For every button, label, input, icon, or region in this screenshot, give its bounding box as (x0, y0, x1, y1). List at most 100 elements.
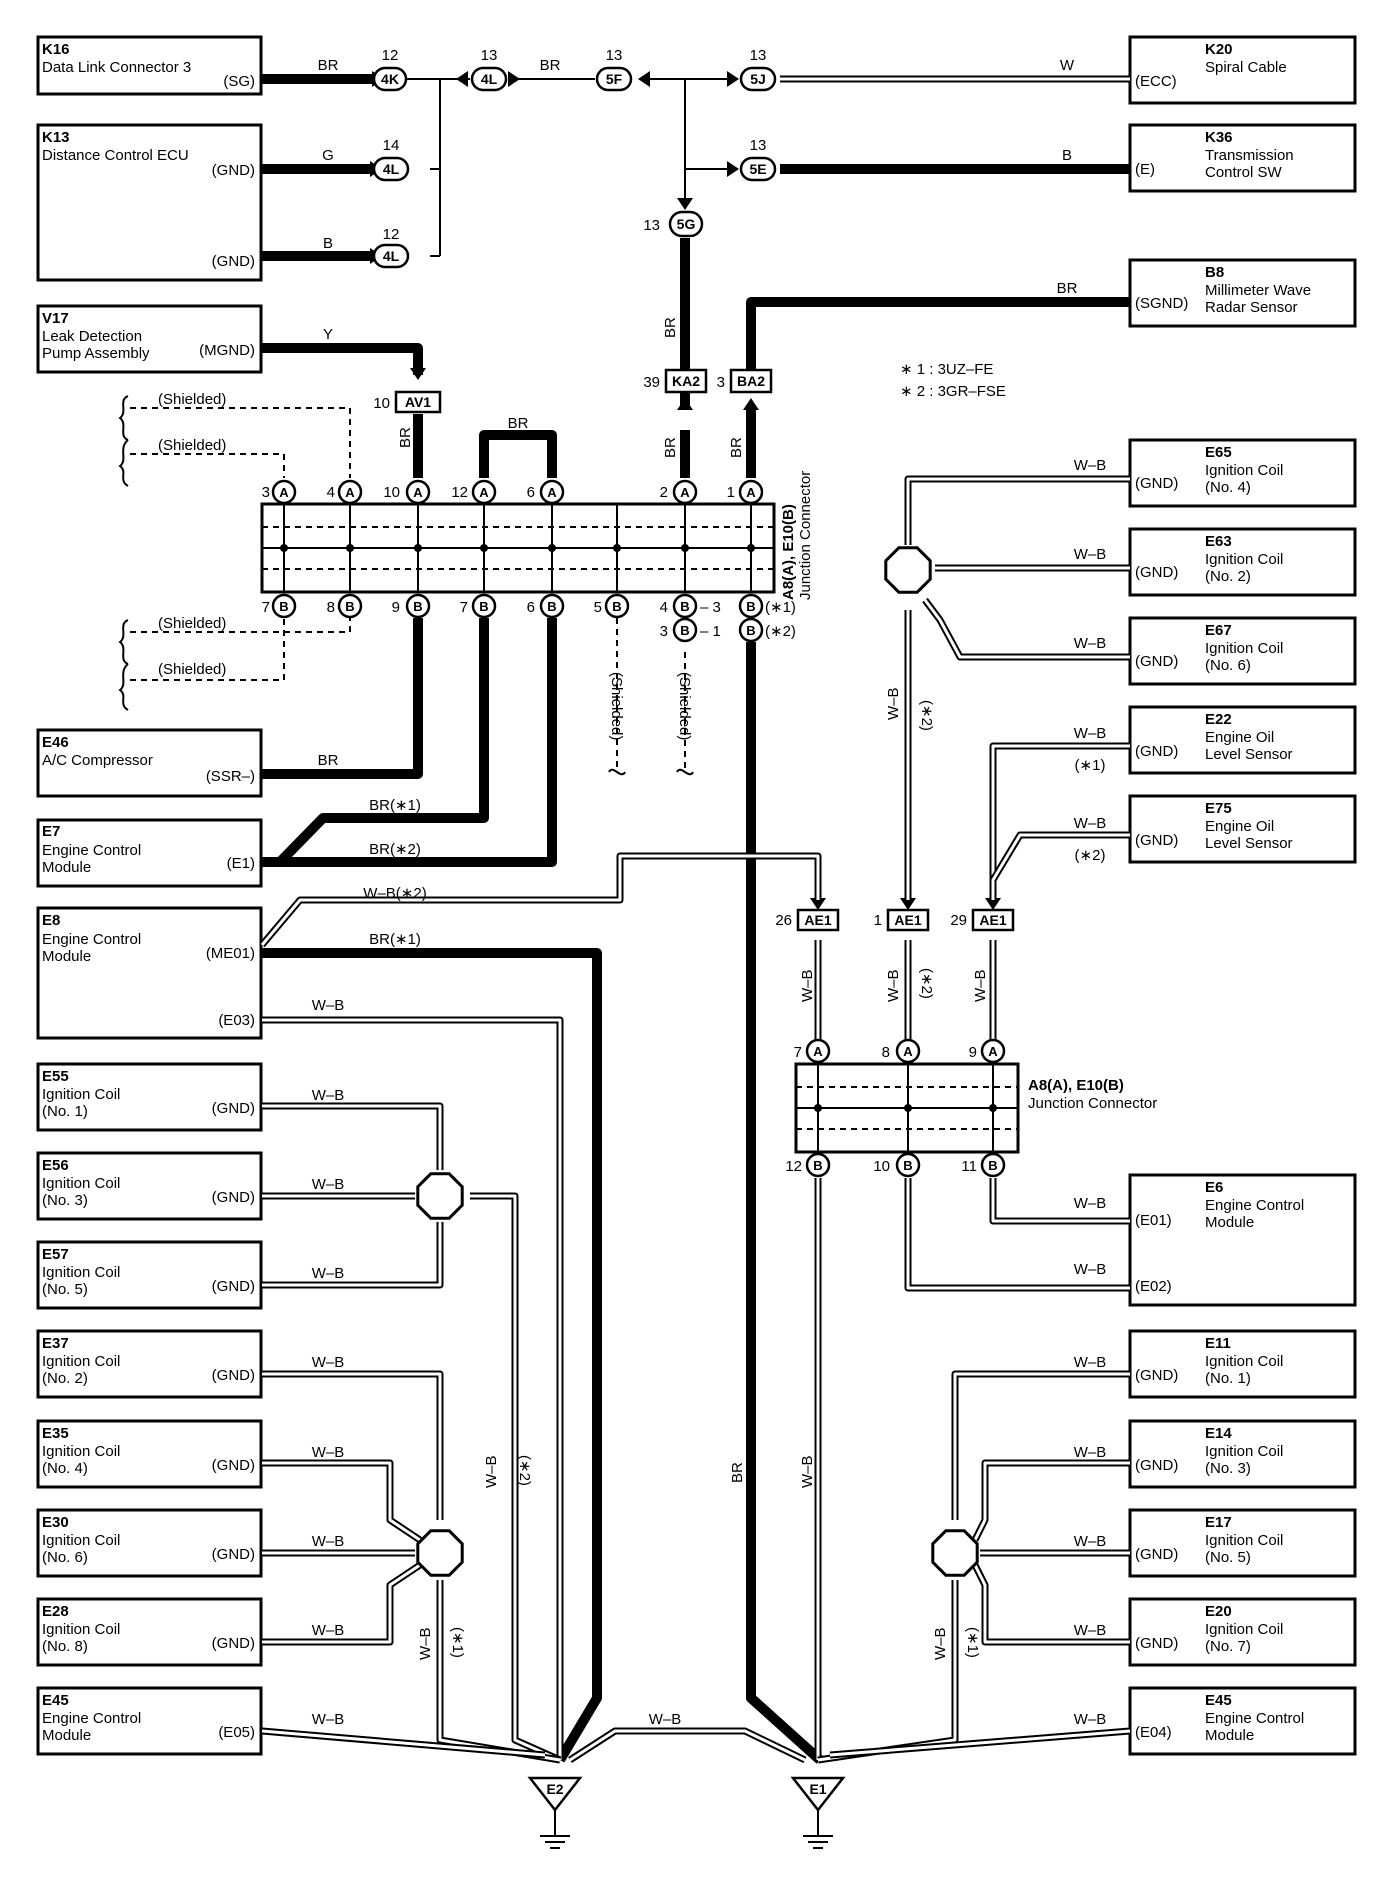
pin-b-5-ring (604, 593, 630, 619)
svg-text:W–B: W–B (312, 997, 345, 1014)
svg-text:E45: E45 (1205, 1692, 1232, 1709)
svg-text:Radar Sensor: Radar Sensor (1205, 299, 1298, 316)
svg-text:E75: E75 (1205, 800, 1232, 817)
svg-text:(E02): (E02) (1135, 1278, 1172, 1295)
svg-text:Level Sensor: Level Sensor (1205, 746, 1293, 763)
component-e17: E17 Ignition Coil (No. 5) (GND) (1128, 1508, 1357, 1578)
svg-text:W–B: W–B (312, 1087, 345, 1104)
pin-b-7-ring (738, 593, 764, 619)
svg-text:BR: BR (729, 1462, 746, 1483)
svg-text:E67: E67 (1205, 622, 1232, 639)
svg-text:1: 1 (874, 912, 882, 929)
svg-text:W–B: W–B (1074, 815, 1107, 832)
svg-text:(GND): (GND) (1135, 1635, 1178, 1652)
svg-text:12: 12 (451, 484, 468, 501)
svg-text:W–B: W–B (799, 1455, 816, 1488)
wb-wire-outer-4 (989, 742, 1130, 900)
svg-text:Module: Module (42, 948, 91, 965)
component-e46: E46 A/C Compressor (SSR–) (36, 728, 263, 798)
svg-text:Ignition Coil: Ignition Coil (1205, 640, 1283, 657)
svg-text:W–B: W–B (312, 1265, 345, 1282)
wb-wire-outer-12 (262, 1370, 444, 1520)
svg-text:10: 10 (383, 484, 400, 501)
svg-text:(No. 2): (No. 2) (1205, 568, 1251, 585)
pin-b-1-letter: B (345, 599, 354, 614)
connector-4l-top: 4L (470, 66, 508, 92)
wb-wire-outer-27 (971, 1563, 1130, 1646)
pin-b-6-ring (672, 593, 698, 619)
svg-text:E55: E55 (42, 1068, 69, 1085)
svg-text:(No. 4): (No. 4) (1205, 479, 1251, 496)
svg-text:13: 13 (481, 47, 498, 64)
pin-b-5-letter: B (612, 599, 621, 614)
svg-text:(GND): (GND) (212, 1100, 255, 1117)
svg-text:E2: E2 (546, 1781, 563, 1797)
svg-text:(E03): (E03) (218, 1012, 255, 1029)
svg-text:Distance Control ECU: Distance Control ECU (42, 147, 189, 164)
svg-text:(GND): (GND) (212, 1278, 255, 1295)
ground-e2: E2 (527, 1776, 583, 1849)
svg-text:– 1: – 1 (700, 623, 721, 640)
svg-text:(GND): (GND) (212, 1457, 255, 1474)
wb-wire-inner-6 (260, 854, 820, 946)
svg-text:Engine Control: Engine Control (42, 931, 141, 948)
wb-wire-inner-12 (262, 1372, 442, 1520)
svg-text:14: 14 (383, 137, 400, 154)
pin2-b-1: B (895, 1152, 921, 1178)
svg-text:(E1): (E1) (227, 855, 255, 872)
svg-text:E46: E46 (42, 734, 69, 751)
svg-text:(E04): (E04) (1135, 1724, 1172, 1741)
svg-text:(Shielded): (Shielded) (158, 391, 226, 408)
pin-a-6: A (738, 479, 764, 505)
pin-b-0: B (271, 593, 297, 619)
wb-wire-outer-0 (904, 475, 1130, 545)
svg-text:13: 13 (750, 137, 767, 154)
svg-text:Engine Control: Engine Control (42, 842, 141, 859)
wb-wire-outer-10 (262, 1222, 444, 1289)
pin2-a-1: A (895, 1038, 921, 1064)
svg-text:(GND): (GND) (1135, 743, 1178, 760)
svg-text:(∗1): (∗1) (1075, 757, 1106, 774)
svg-text:E45: E45 (42, 1692, 69, 1709)
wb-wire-outer-25 (971, 1459, 1130, 1542)
pin-b-4-ring (539, 593, 565, 619)
svg-text:3: 3 (262, 484, 270, 501)
wb-wire-inner-5 (991, 833, 1130, 881)
svg-text:1: 1 (727, 484, 735, 501)
svg-text:10: 10 (873, 1158, 890, 1175)
svg-text:(No. 8): (No. 8) (42, 1638, 88, 1655)
svg-text:(ECC): (ECC) (1135, 73, 1177, 90)
jc2-dot-0 (814, 1104, 822, 1112)
jc-dot-6 (681, 544, 689, 552)
svg-text:7: 7 (262, 599, 270, 616)
svg-text:W–B: W–B (1074, 1533, 1107, 1550)
svg-text:W–B: W–B (312, 1622, 345, 1639)
junction-connector-lower: A8(A), E10(B) Junction Connector 7 8 9 1… (785, 1044, 1157, 1175)
svg-text:W–B: W–B (1074, 457, 1107, 474)
svg-text:W–B: W–B (312, 1533, 345, 1550)
svg-text:E63: E63 (1205, 533, 1232, 550)
svg-text:E6: E6 (1205, 1179, 1223, 1196)
svg-text:(No. 1): (No. 1) (1205, 1370, 1251, 1387)
svg-text:29: 29 (950, 912, 967, 929)
svg-text:Spiral Cable: Spiral Cable (1205, 59, 1287, 76)
note-2: ∗ 2 : 3GR–FSE (900, 383, 1006, 400)
connector-ae1-1: AE1 1 (874, 908, 930, 932)
svg-text:(∗1): (∗1) (964, 1627, 981, 1658)
svg-text:Ignition Coil: Ignition Coil (1205, 1621, 1283, 1638)
svg-text:W–B: W–B (799, 969, 816, 1002)
pin-a-0-ring (271, 479, 297, 505)
pin2-a-2-letter: A (988, 1044, 998, 1059)
wb-wire-outer-20 (989, 1178, 1130, 1225)
svg-text:AE1: AE1 (894, 912, 921, 928)
component-e28: E28 Ignition Coil (No. 8) (GND) (36, 1597, 263, 1667)
svg-text:(No. 5): (No. 5) (42, 1281, 88, 1298)
svg-text:A/C Compressor: A/C Compressor (42, 752, 153, 769)
svg-text:Ignition Coil: Ignition Coil (42, 1264, 120, 1281)
pin-a-3-letter: A (479, 485, 489, 500)
svg-text:Ignition Coil: Ignition Coil (1205, 1353, 1283, 1370)
svg-text:W–B: W–B (1074, 1444, 1107, 1461)
svg-text:(Shielded): (Shielded) (608, 672, 625, 740)
svg-text:E8: E8 (42, 912, 60, 929)
